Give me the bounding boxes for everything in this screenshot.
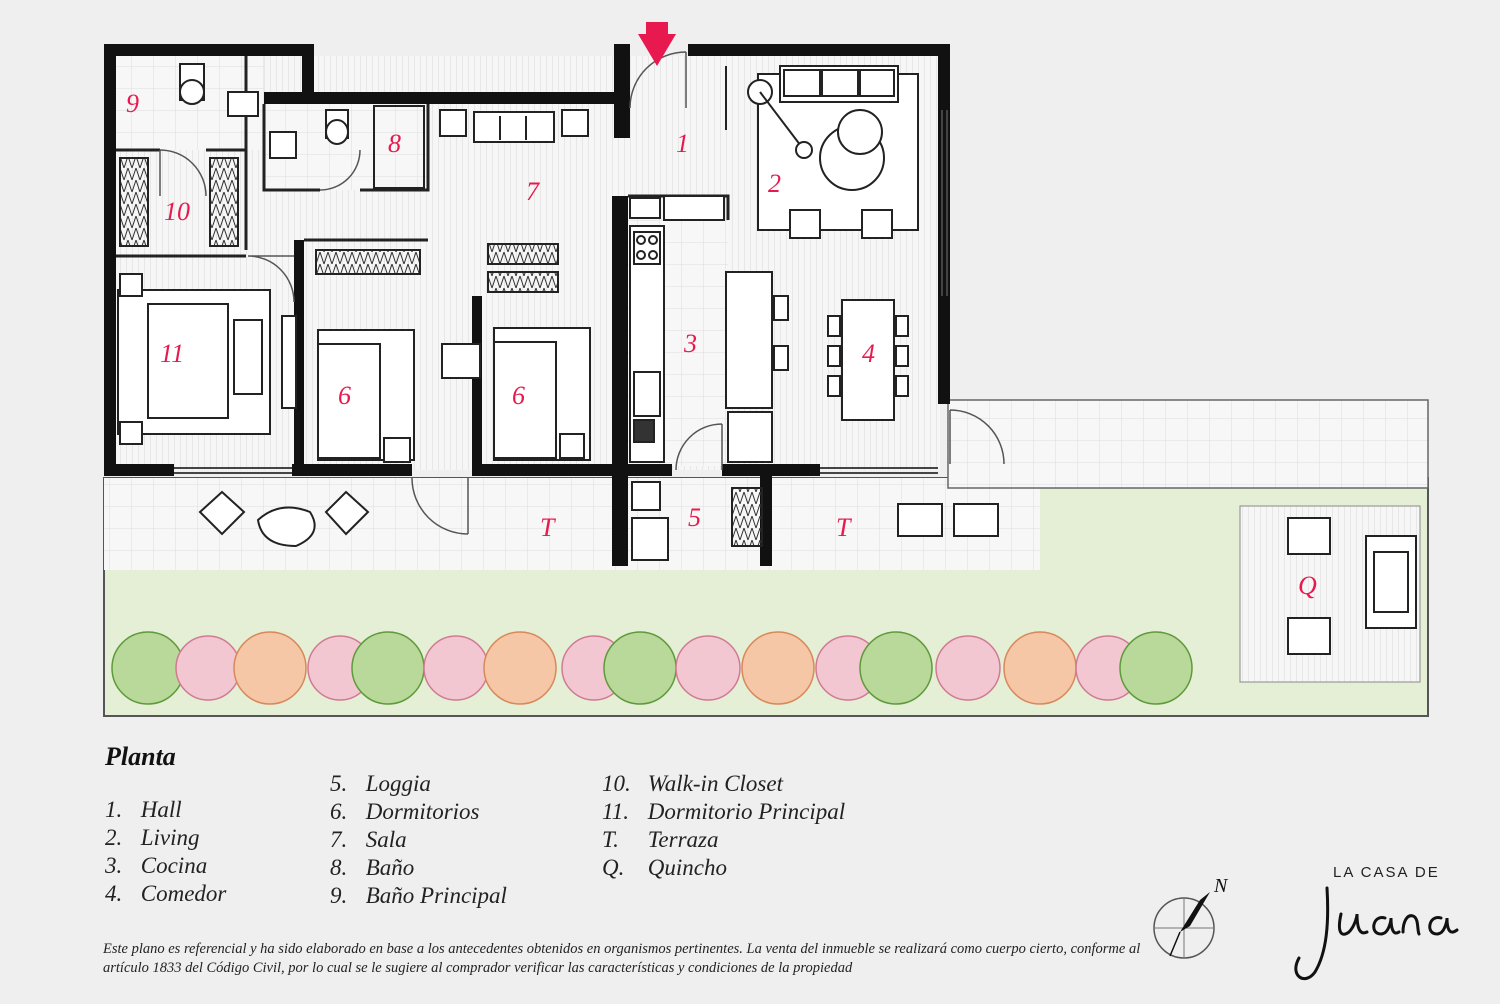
room-label-10: 10 bbox=[164, 197, 190, 226]
floor-plan: 1 2 3 4 5 6 6 7 8 9 10 11 T T Q bbox=[103, 22, 1429, 717]
room-label-5: 5 bbox=[688, 503, 701, 532]
disclaimer-text: Este plano es referencial y ha sido elab… bbox=[103, 941, 1141, 976]
sala-furniture bbox=[439, 109, 725, 221]
partitions bbox=[116, 56, 730, 258]
legend-column-2: 5. Loggia 6. Dormitorios 7. Sala 8. Baño… bbox=[330, 770, 507, 910]
logo-script-mark bbox=[1294, 886, 1459, 980]
beds bbox=[117, 273, 591, 463]
terrace-furniture bbox=[198, 490, 1417, 655]
legend-title: Planta bbox=[105, 742, 176, 771]
legend-item: Q. Quincho bbox=[602, 855, 727, 880]
entry-arrow-icon bbox=[638, 22, 676, 66]
room-label-11: 11 bbox=[160, 339, 184, 368]
legend-item: 7. Sala bbox=[330, 827, 407, 852]
legend-item: 10. Walk-in Closet bbox=[602, 771, 783, 796]
legend-item: 8. Baño bbox=[330, 855, 415, 880]
brand-logo: LA CASA DE bbox=[1285, 862, 1475, 992]
bath-fixtures bbox=[179, 63, 425, 189]
room-label-terrace-b: T bbox=[836, 513, 852, 542]
logo-text: LA CASA DE bbox=[1333, 864, 1440, 881]
legend-item: 3. Cocina bbox=[105, 853, 208, 878]
room-label-4: 4 bbox=[862, 339, 875, 368]
terrace-east-floor bbox=[947, 399, 1429, 489]
legend-item: 4. Comedor bbox=[105, 881, 227, 906]
room-label-7: 7 bbox=[526, 177, 540, 206]
legend-column-1: 1. Hall 2. Living 3. Cocina 4. Comedor bbox=[105, 796, 226, 908]
walls bbox=[104, 44, 950, 566]
windows bbox=[174, 110, 948, 474]
loggia-fixtures bbox=[631, 481, 763, 561]
room-label-9: 9 bbox=[126, 89, 139, 118]
room-label-6b: 6 bbox=[512, 381, 525, 410]
living-furniture bbox=[725, 65, 919, 239]
legend-item: 1. Hall bbox=[105, 797, 182, 822]
room-label-3: 3 bbox=[683, 329, 697, 358]
room-label-terrace-a: T bbox=[540, 513, 556, 542]
legend-item: 9. Baño Principal bbox=[330, 883, 507, 908]
dining-furniture bbox=[773, 295, 909, 421]
closet-rails bbox=[119, 157, 559, 293]
compass-icon: N bbox=[1153, 875, 1229, 959]
legend-column-3: 10. Walk-in Closet 11. Dormitorio Princi… bbox=[602, 770, 845, 882]
room-label-1: 1 bbox=[676, 129, 689, 158]
kitchen-fixtures bbox=[629, 197, 773, 463]
garden-shrubs bbox=[111, 631, 1193, 705]
legend-item: 6. Dormitorios bbox=[330, 799, 480, 824]
room-label-quincho: Q bbox=[1298, 571, 1317, 600]
room-label-2: 2 bbox=[768, 169, 781, 198]
legend-item: 2. Living bbox=[105, 825, 200, 850]
legend-item: 5. Loggia bbox=[330, 771, 431, 796]
room-label-6a: 6 bbox=[338, 381, 351, 410]
compass-north-label: N bbox=[1213, 875, 1229, 897]
door-swings bbox=[159, 51, 1005, 535]
legend-item: T. Terraza bbox=[602, 827, 719, 852]
legend-item: 11. Dormitorio Principal bbox=[602, 799, 846, 824]
room-label-8: 8 bbox=[388, 129, 401, 158]
